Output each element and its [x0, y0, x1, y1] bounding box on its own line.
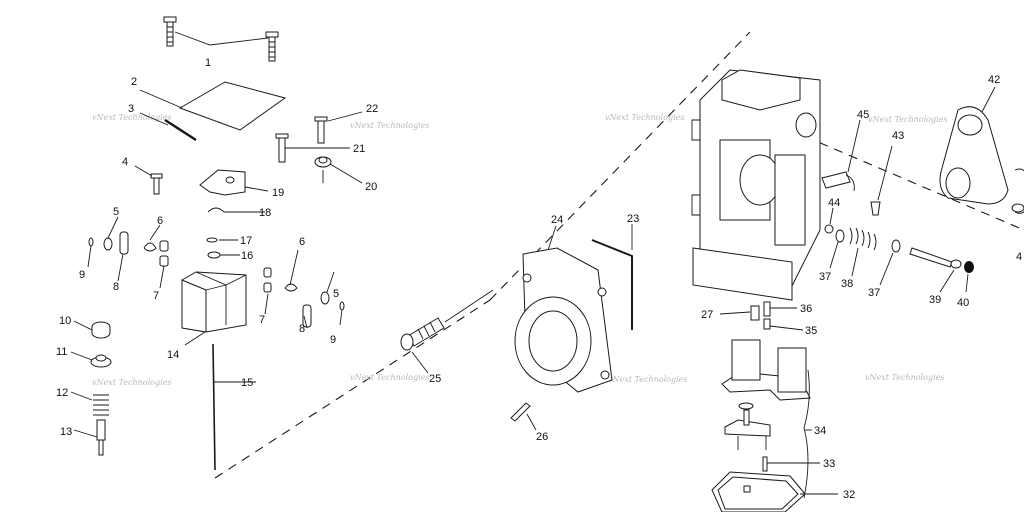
- part-27-35-36-jets: [719, 301, 804, 331]
- callout-9a: 9: [79, 269, 85, 281]
- carburetor-body: [691, 69, 821, 301]
- callout-5a: 5: [113, 206, 119, 218]
- part-42-lever: [939, 86, 1024, 213]
- part-15-needle: [212, 343, 256, 471]
- part-19-bracket: [199, 169, 269, 213]
- callout-1: 1: [205, 57, 211, 69]
- callout-7b: 7: [259, 314, 265, 326]
- callout-labels: 1 2 3 4 5 6 7 8 9 10 11 12 13 14 15 16 1…: [56, 57, 1022, 501]
- watermark: vNext Technologies: [92, 113, 171, 122]
- callout-45: 45: [857, 109, 869, 121]
- watermark: vNext Technologies: [608, 375, 687, 384]
- part-21-22-20-fasteners: [275, 111, 363, 184]
- callout-32: 32: [843, 489, 855, 501]
- callout-18: 18: [259, 207, 271, 219]
- part-45-43-44-fittings: [821, 119, 893, 234]
- part-37-40-needle-assembly: [829, 227, 974, 293]
- watermark: vNext Technologies: [350, 373, 429, 382]
- callout-4: 4: [122, 156, 128, 168]
- callout-35: 35: [805, 325, 817, 337]
- watermark: vNext Technologies: [865, 373, 944, 382]
- callout-43: 43: [892, 130, 904, 142]
- callout-37a: 37: [819, 271, 831, 283]
- callout-10: 10: [59, 315, 71, 327]
- callout-33: 33: [823, 458, 835, 470]
- callout-8a: 8: [113, 281, 119, 293]
- part-23-rod: [591, 239, 633, 330]
- part-14-throttle-slide: [181, 271, 247, 346]
- part-10-13-stack: [70, 320, 112, 456]
- callout-40: 40: [957, 297, 969, 309]
- callout-37b: 37: [868, 287, 880, 299]
- callout-5b: 5: [333, 288, 339, 300]
- callout-6b: 6: [299, 236, 305, 248]
- assembly-axis-line: [214, 31, 751, 479]
- right-small-parts: [263, 249, 345, 329]
- part-16-17-pins: [206, 237, 240, 259]
- callout-44: 44: [828, 197, 840, 209]
- callout-12: 12: [56, 387, 68, 399]
- left-small-parts: [87, 216, 169, 289]
- callout-17: 17: [240, 235, 252, 247]
- callout-13: 13: [60, 426, 72, 438]
- callout-2: 2: [131, 76, 137, 88]
- part-33-32: [711, 456, 838, 512]
- callout-19: 19: [272, 187, 284, 199]
- assembly-axis-line-right: [789, 129, 1024, 231]
- callout-8b: 8: [299, 323, 305, 335]
- callout-34: 34: [814, 425, 826, 437]
- watermark: vNext Technologies: [605, 113, 684, 122]
- callout-22: 22: [366, 103, 378, 115]
- part-4-screw: [134, 165, 163, 195]
- callout-36: 36: [800, 303, 812, 315]
- callout-25: 25: [429, 373, 441, 385]
- part-34-float-assembly: [721, 339, 812, 499]
- part-26-pin: [510, 402, 537, 431]
- callout-11: 11: [56, 346, 67, 358]
- callout-39: 39: [929, 294, 941, 306]
- watermarks: vNext Technologies vNext Technologies vN…: [92, 113, 947, 387]
- part-24-flange: [514, 225, 613, 393]
- watermark: vNext Technologies: [868, 115, 947, 124]
- callout-20: 20: [365, 181, 377, 193]
- watermark: vNext Technologies: [92, 378, 171, 387]
- callout-16: 16: [241, 250, 253, 262]
- callout-3: 3: [128, 103, 134, 115]
- callout-4-right: 4: [1016, 251, 1022, 263]
- right-edge-part: [1014, 168, 1024, 214]
- part-25-screw: [400, 289, 494, 374]
- callout-14: 14: [167, 349, 179, 361]
- part-2-cover-plate: [139, 81, 287, 142]
- callout-24: 24: [551, 214, 563, 226]
- watermark: vNext Technologies: [350, 121, 429, 130]
- callout-7a: 7: [153, 290, 159, 302]
- callout-26: 26: [536, 431, 548, 443]
- callout-23: 23: [627, 213, 639, 225]
- callout-9b: 9: [330, 334, 336, 346]
- callout-21: 21: [353, 143, 365, 155]
- callout-38: 38: [841, 278, 853, 290]
- part-1-screws: [163, 16, 279, 62]
- callout-27: 27: [701, 309, 713, 321]
- callout-6a: 6: [157, 215, 163, 227]
- callout-42: 42: [988, 74, 1000, 86]
- callout-15: 15: [241, 377, 253, 389]
